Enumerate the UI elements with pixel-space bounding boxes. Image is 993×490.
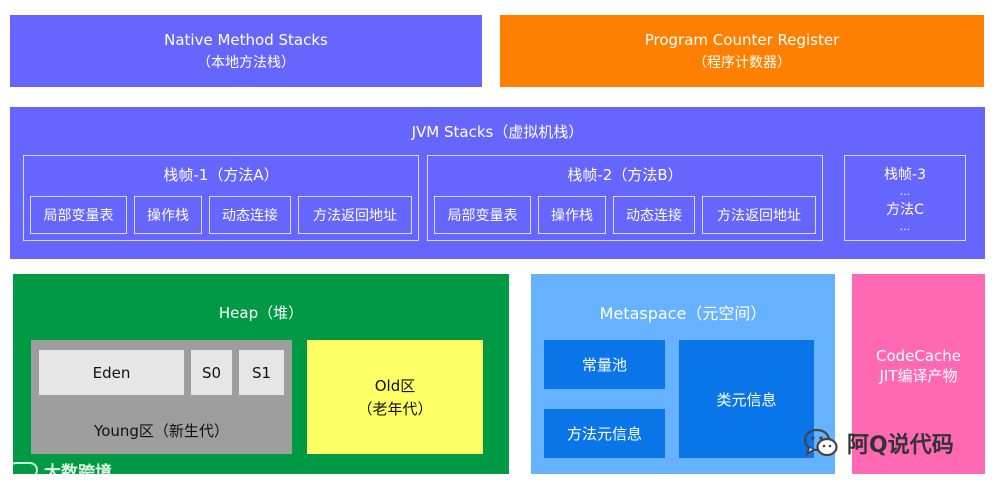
native-method-stacks-box: Native Method Stacks （本地方法栈） [10, 15, 482, 87]
watermark-right: 阿Q说代码 [803, 426, 954, 460]
native-method-stacks-title: Native Method Stacks [164, 30, 328, 49]
local-variable-table-cell: 局部变量表 [30, 196, 127, 234]
program-counter-register-subtitle: （程序计数器） [693, 54, 791, 71]
stack-frame-2-title: 栈帧-2（方法B） [567, 166, 683, 184]
operand-stack-cell: 操作栈 [538, 196, 606, 234]
jvm-stacks-box: JVM Stacks（虚拟机栈） 栈帧-1（方法A） 局部变量表 操作栈 动态连… [10, 107, 985, 259]
operand-stack-cell: 操作栈 [134, 196, 202, 234]
return-address-cell: 方法返回地址 [298, 196, 412, 234]
watermark-left-text: 大数跨境 [44, 462, 112, 483]
constant-pool-cell: 常量池 [544, 340, 665, 389]
stack-frame-3-ellipsis-top: ... [899, 185, 911, 198]
codecache-title: CodeCache [875, 346, 962, 365]
watermark-left: 大数跨境 [8, 458, 112, 483]
stack-frame-3: 栈帧-3 ... 方法C ... [844, 155, 966, 241]
stack-frame-3-method: 方法C [886, 202, 924, 218]
stack-frame-1: 栈帧-1（方法A） 局部变量表 操作栈 动态连接 方法返回地址 [23, 155, 419, 241]
old-generation-box: Old区 （老年代） [307, 340, 483, 454]
survivor-s1-space: S1 [239, 350, 284, 395]
stack-frame-1-title: 栈帧-1（方法A） [163, 166, 279, 184]
return-address-cell: 方法返回地址 [702, 196, 816, 234]
heap-box: Heap（堆） Eden S0 S1 Young区（新生代） Old区 （老年代… [13, 274, 509, 474]
class-metadata-cell: 类元信息 [679, 340, 814, 458]
young-generation-label: Young区（新生代） [94, 422, 229, 440]
heap-title: Heap（堆） [218, 304, 304, 322]
old-generation-subtitle: （老年代） [357, 400, 433, 418]
dynamic-linking-cell: 动态连接 [209, 196, 291, 234]
watermark-right-text: 阿Q说代码 [847, 433, 954, 458]
stack-frame-3-title: 栈帧-3 [884, 167, 926, 183]
old-generation-title: Old区 [374, 377, 416, 395]
method-metadata-cell: 方法元信息 [544, 409, 665, 458]
young-generation-box: Eden S0 S1 Young区（新生代） [31, 340, 292, 454]
watermark-logo-icon [8, 462, 38, 478]
local-variable-table-cell: 局部变量表 [434, 196, 531, 234]
survivor-s0-space: S0 [191, 350, 232, 395]
eden-space: Eden [39, 350, 184, 395]
codecache-box: CodeCache JIT编译产物 [852, 274, 985, 474]
codecache-subtitle: JIT编译产物 [879, 366, 958, 385]
stack-frame-2: 栈帧-2（方法B） 局部变量表 操作栈 动态连接 方法返回地址 [427, 155, 823, 241]
program-counter-register-box: Program Counter Register （程序计数器） [500, 15, 984, 87]
metaspace-box: Metaspace（元空间） 常量池 方法元信息 类元信息 [531, 274, 835, 474]
metaspace-title: Metaspace（元空间） [599, 304, 767, 323]
dynamic-linking-cell: 动态连接 [613, 196, 695, 234]
jvm-stacks-title: JVM Stacks（虚拟机栈） [411, 123, 584, 141]
wechat-icon [803, 428, 838, 457]
native-method-stacks-subtitle: （本地方法栈） [197, 54, 295, 71]
stack-frame-3-ellipsis-bottom: ... [899, 220, 911, 233]
program-counter-register-title: Program Counter Register [644, 30, 840, 49]
